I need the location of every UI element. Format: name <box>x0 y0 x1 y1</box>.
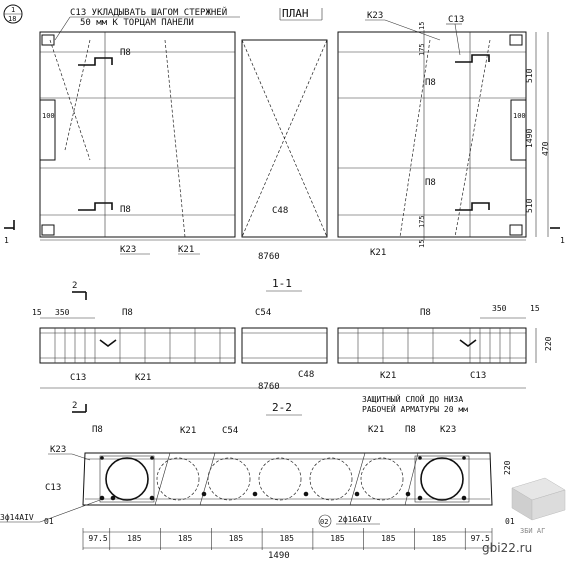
section-1-1: 1-1 2 15 350 П8 С54 П8 350 15 <box>32 277 553 392</box>
loop-p8-c <box>455 54 490 63</box>
void-7 <box>420 457 464 501</box>
section-mark-2-top: 2 <box>72 281 77 291</box>
s22-pos-01-right: 01 <box>505 517 515 526</box>
dim-segment-4: 185 <box>229 534 244 543</box>
dim-segment-6: 185 <box>330 534 345 543</box>
plan-label-k21-bottom-a: К21 <box>178 245 194 255</box>
s22-label-p8-left: П8 <box>92 425 103 435</box>
plan-label-p8-c: П8 <box>425 78 436 88</box>
plan-left-part <box>39 31 236 238</box>
section-1-1-title: 1-1 <box>272 277 292 290</box>
section-2-2-title: 2-2 <box>272 401 292 414</box>
s22-label-c54: С54 <box>222 426 238 436</box>
plan-label-k23-bottom: К23 <box>120 245 136 255</box>
s22-pos-02: 02 <box>320 518 328 526</box>
dim-175-bottom: 175 <box>418 215 426 228</box>
s11-dim-15-left: 15 <box>32 308 42 317</box>
loop-p8-d <box>455 202 490 211</box>
s11-dim-15-right: 15 <box>530 304 540 313</box>
s11-label-c13-left: С13 <box>70 373 86 383</box>
plan-label-p8-a: П8 <box>120 48 131 58</box>
plan-label-k23-top: К23 <box>367 11 383 21</box>
section-2-2: 2-2 2 ЗАЩИТНЫЙ СЛОЙ ДО НИЗА РАБОЧЕЙ АРМА… <box>0 393 515 561</box>
watermark-site: gbi22.ru <box>482 541 532 555</box>
plan-left-opening <box>39 99 56 161</box>
plan-middle-part <box>241 39 328 238</box>
s11-label-c54: С54 <box>255 308 271 318</box>
dim-15-top: 15 <box>418 22 426 30</box>
s11-label-k21-right: К21 <box>380 371 396 381</box>
s22-rebar-center: 2ф16АIV <box>338 515 372 524</box>
section-mark-left: 1 <box>4 236 9 245</box>
plan-right-part <box>337 31 527 238</box>
dim-510-top: 510 <box>525 68 534 83</box>
s11-dim-350-right: 350 <box>492 304 507 313</box>
slab-cross-section <box>82 452 493 506</box>
dim-1490: 1490 <box>525 129 534 148</box>
plan-label-p8-d: П8 <box>425 178 436 188</box>
dim-470: 470 <box>541 141 550 156</box>
loop-p8-a <box>78 57 113 66</box>
s22-height-dim: 220 <box>503 460 512 475</box>
s11-label-p8-right: П8 <box>420 308 431 318</box>
s11-height-dim: 220 <box>544 336 553 351</box>
dim-segment-1: 97.5 <box>88 534 107 543</box>
plan-note-line1: С13 УКЛАДЫВАТЬ ШАГОМ СТЕРЖНЕЙ <box>70 6 227 18</box>
plan-label-c13-top: С13 <box>448 15 464 25</box>
s22-label-k21-right: К21 <box>368 425 384 435</box>
dim-segment-8: 185 <box>432 534 447 543</box>
plan-right-opening <box>510 99 527 161</box>
s22-label-c13-left: С13 <box>45 483 61 493</box>
void-1 <box>105 457 149 501</box>
marker-bottom-number: 18 <box>8 15 16 23</box>
watermark-brand: ЗБИ АГ <box>520 527 545 535</box>
s11-label-c48: С48 <box>298 370 314 380</box>
plan-label-p8-b: П8 <box>120 205 131 215</box>
s11-label-p8-left: П8 <box>122 308 133 318</box>
dim-175-top: 175 <box>418 43 426 56</box>
s22-label-p8-right: П8 <box>405 425 416 435</box>
s22-note-line2: РАБОЧЕЙ АРМАТУРЫ 20 мм <box>362 403 468 414</box>
section-mark-right: 1 <box>560 236 565 245</box>
s11-label-k21-left: К21 <box>135 373 151 383</box>
plan-label-k21-bottom-b: К21 <box>370 248 386 258</box>
opening-left-dim: 100 <box>42 112 55 120</box>
plan-length-dim: 8760 <box>258 252 280 262</box>
s22-total-dim: 1490 <box>268 551 290 561</box>
s22-label-k21-top: К21 <box>180 426 196 436</box>
s22-label-k23-right: К23 <box>440 425 456 435</box>
marker-top-number: 1 <box>11 6 15 14</box>
dim-15-bottom: 15 <box>418 240 426 248</box>
dim-segment-9: 97.5 <box>471 534 490 543</box>
s22-label-k23-left: К23 <box>50 445 66 455</box>
section-mark-2-bottom: 2 <box>72 401 77 411</box>
plan-title: ПЛАН <box>282 7 309 20</box>
s22-note-line1: ЗАЩИТНЫЙ СЛОЙ ДО НИЗА <box>362 393 463 404</box>
plan-label-c48: С48 <box>272 206 288 216</box>
s22-rebar-left: 3ф14АIV <box>0 513 34 522</box>
dim-510-bottom: 510 <box>525 198 534 213</box>
loop-p8-b <box>78 202 113 211</box>
dim-segment-5: 185 <box>280 534 295 543</box>
s11-dim-350-left: 350 <box>55 308 70 317</box>
s11-label-c13-right: С13 <box>470 371 486 381</box>
plan-view: 1 18 С13 УКЛАДЫВАТЬ ШАГОМ СТЕРЖНЕЙ 50 мм… <box>3 4 565 262</box>
dim-segment-3: 185 <box>178 534 193 543</box>
opening-right-dim: 100 <box>513 112 526 120</box>
watermark: ЗБИ АГ gbi22.ru <box>482 477 566 555</box>
dim-segment-7: 185 <box>381 534 396 543</box>
dim-segment-2: 185 <box>127 534 142 543</box>
s22-pos-01-left: 01 <box>44 517 54 526</box>
plan-note-line2: 50 мм К ТОРЦАМ ПАНЕЛИ <box>80 18 194 28</box>
s11-length-dim: 8760 <box>258 382 280 392</box>
